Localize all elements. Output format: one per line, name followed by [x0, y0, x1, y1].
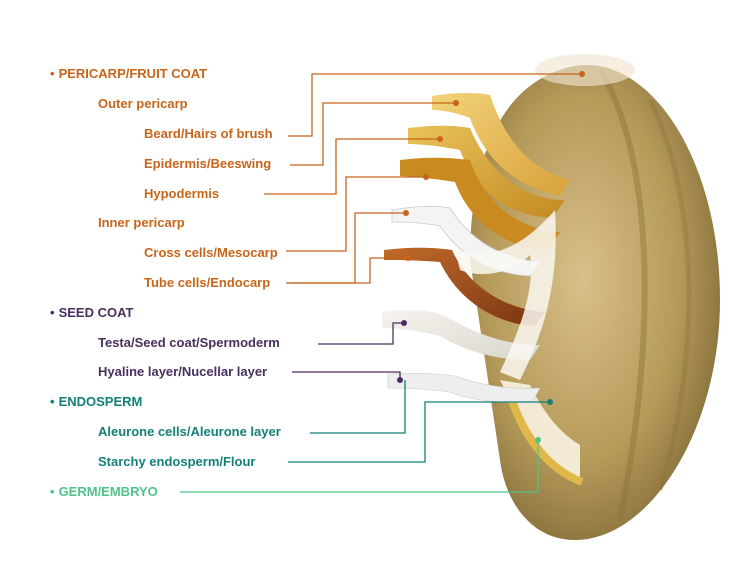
label-hypodermis: Hypodermis: [144, 186, 220, 201]
pericarp-layers: [382, 93, 570, 403]
label-testa: Testa/Seed coat/Spermoderm: [98, 335, 280, 350]
label-aleurone: Aleurone cells/Aleurone layer: [98, 424, 281, 439]
bullet-icon: •: [50, 305, 55, 320]
category-seed-coat: •SEED COAT: [50, 305, 133, 321]
brush-hairs: [528, 42, 635, 86]
bullet-icon: •: [50, 484, 55, 499]
category-label: GERM/EMBRYO: [58, 484, 158, 499]
label-outer-pericarp: Outer pericarp: [98, 96, 188, 111]
category-pericarp: •PERICARP/FRUIT COAT: [50, 66, 207, 82]
category-label: ENDOSPERM: [58, 394, 143, 409]
label-cross-cells: Cross cells/Mesocarp: [144, 245, 278, 260]
label-hyaline: Hyaline layer/Nucellar layer: [98, 364, 268, 379]
bullet-icon: •: [50, 394, 55, 409]
label-inner-pericarp: Inner pericarp: [98, 215, 185, 230]
label-starchy: Starchy endosperm/Flour: [98, 454, 256, 469]
label-beard: Beard/Hairs of brush: [144, 126, 273, 141]
endosperm-cutaway: [500, 380, 584, 486]
category-germ: •GERM/EMBRYO: [50, 484, 158, 500]
leader-dots: [397, 71, 585, 443]
category-label: PERICARP/FRUIT COAT: [58, 66, 208, 81]
label-tube-cells: Tube cells/Endocarp: [144, 275, 271, 290]
category-endosperm: •ENDOSPERM: [50, 394, 142, 410]
bullet-icon: •: [50, 66, 55, 81]
label-epidermis: Epidermis/Beeswing: [144, 156, 272, 171]
category-label: SEED COAT: [58, 305, 134, 320]
